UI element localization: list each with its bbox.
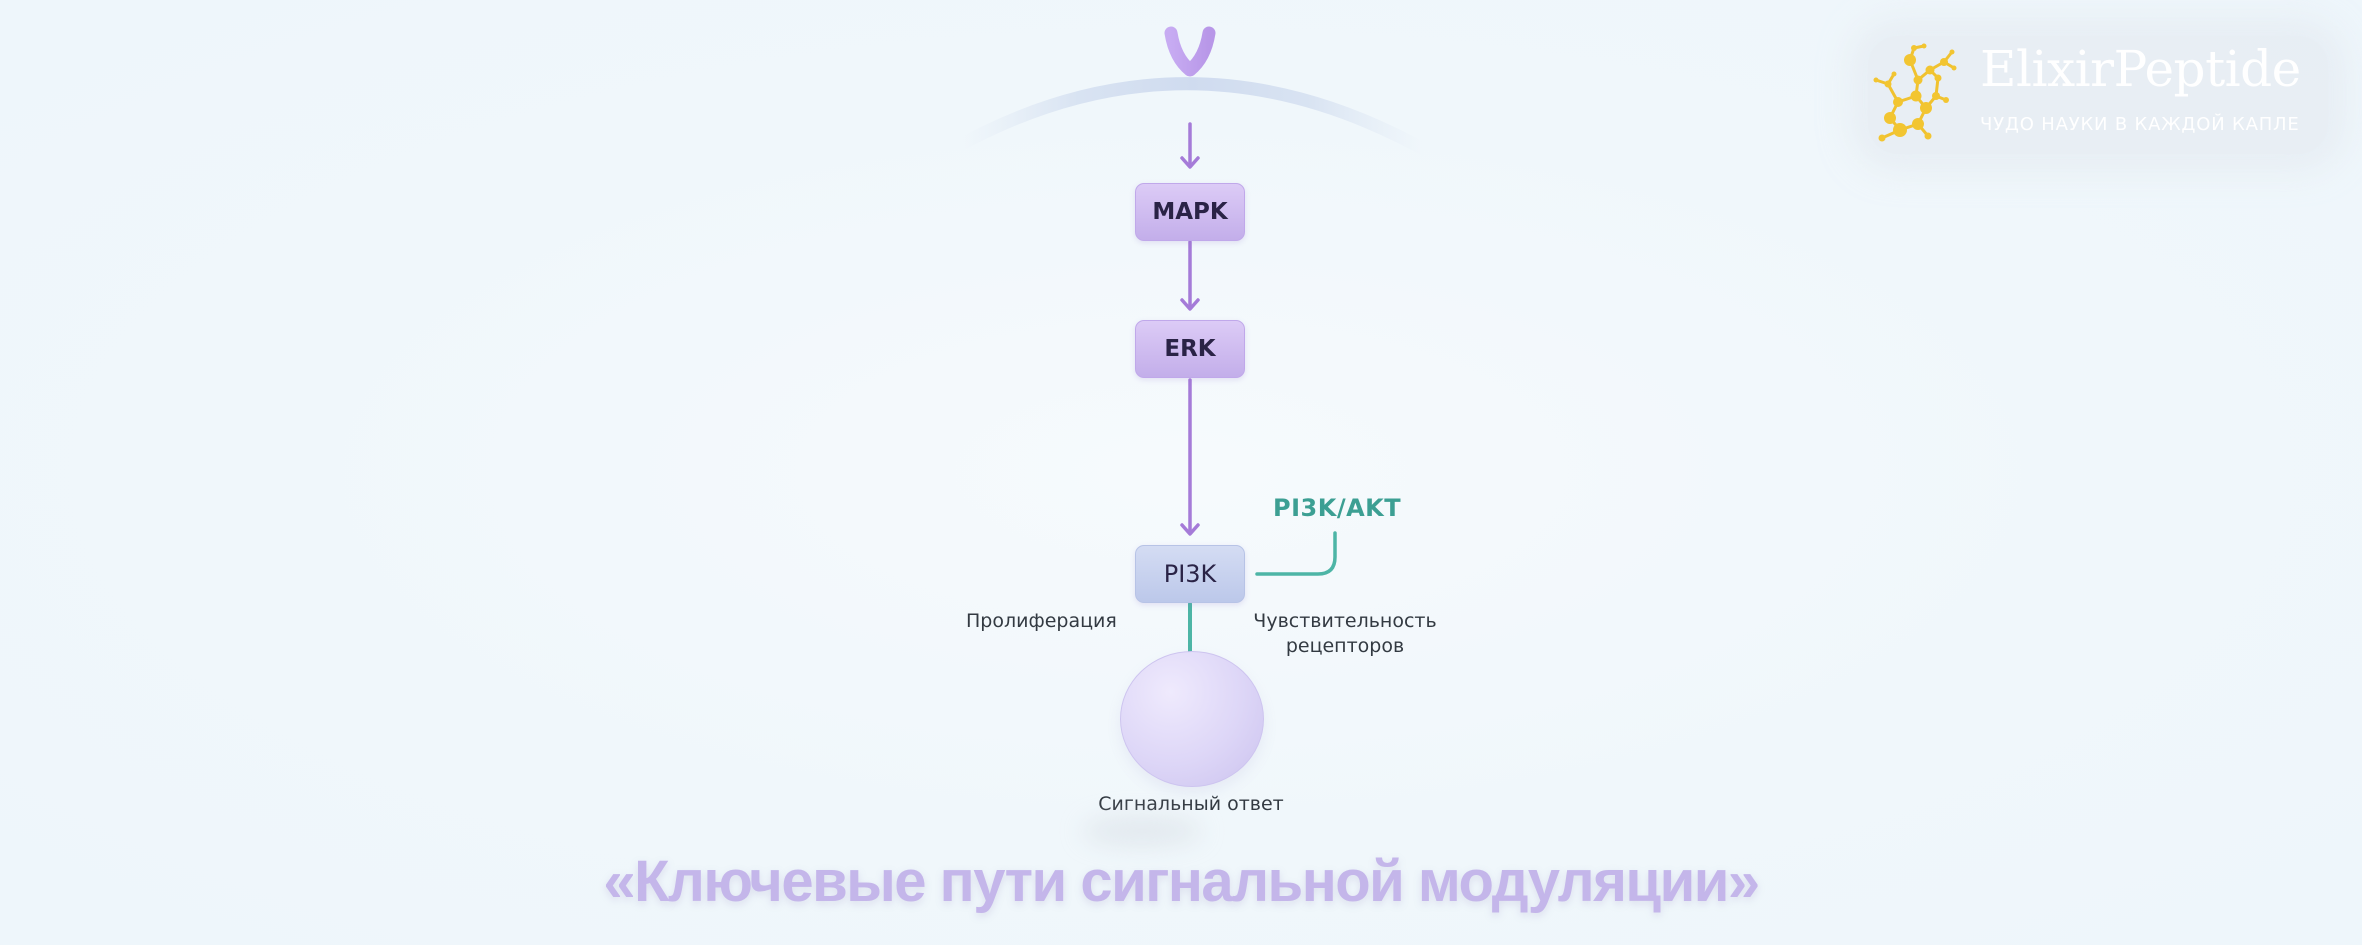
response-sphere xyxy=(1120,651,1264,787)
page-title: «Ключевые пути сигнальной модуляции» xyxy=(603,849,1760,914)
brand-name: ElixirPeptide xyxy=(1980,40,2301,98)
label-proliferation: Пролиферация xyxy=(966,610,1117,632)
node-mapk-label: MAPK xyxy=(1152,199,1228,225)
brand-logo: ElixirPeptide ЧУДО НАУКИ В КАЖДОЙ КАПЛЕ xyxy=(1868,36,2328,154)
label-receptor-sensitivity-line1: Чувствительность xyxy=(1253,610,1437,632)
arrow-receptor-to-mapk xyxy=(1180,122,1200,169)
node-pi3k-label: PI3K xyxy=(1163,560,1217,588)
node-erk-label: ERK xyxy=(1164,336,1216,362)
label-signal-response: Сигнальный ответ xyxy=(1098,793,1284,815)
arrow-erk-to-pi3k xyxy=(1180,378,1200,536)
label-receptor-sensitivity: Чувствительность рецепторов xyxy=(1252,609,1438,659)
node-erk: ERK xyxy=(1135,320,1245,378)
molecule-icon xyxy=(1873,43,1957,142)
receptor-y-icon xyxy=(1164,26,1216,117)
arrow-mapk-to-erk xyxy=(1180,240,1200,311)
node-pi3k: PI3K xyxy=(1135,545,1245,603)
label-receptor-sensitivity-line2: рецепторов xyxy=(1285,635,1405,657)
brand-tagline: ЧУДО НАУКИ В КАЖДОЙ КАПЛЕ xyxy=(1980,114,2300,135)
node-mapk: MAPK xyxy=(1135,183,1245,241)
branch-connector-pi3k-akt xyxy=(1255,531,1337,576)
sphere-shadow xyxy=(1082,816,1202,846)
branch-label-pi3k-akt: PI3K/AKT xyxy=(1273,494,1402,522)
